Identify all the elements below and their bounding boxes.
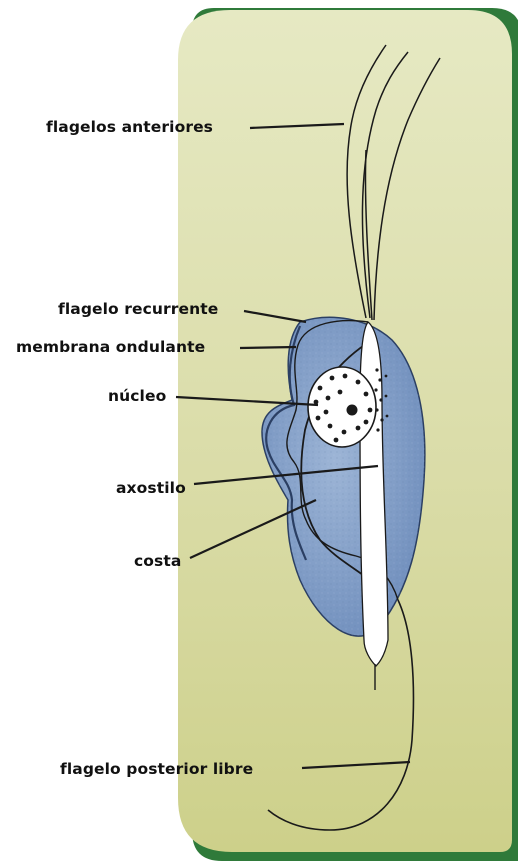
label-costa: costa [134,554,181,570]
label-membrana-ondulante: membrana ondulante [16,340,205,356]
label-flagelos-anteriores: flagelos anteriores [46,120,213,136]
label-flagelo-posterior-libre: flagelo posterior libre [60,762,253,778]
leader-membrana-ondulante [240,347,296,348]
nucleus [308,367,376,447]
label-axostilo: axostilo [116,481,186,497]
nucleolus [347,405,358,416]
label-flagelo-recurrente: flagelo recurrente [58,302,218,318]
label-nucleo: núcleo [108,389,166,405]
